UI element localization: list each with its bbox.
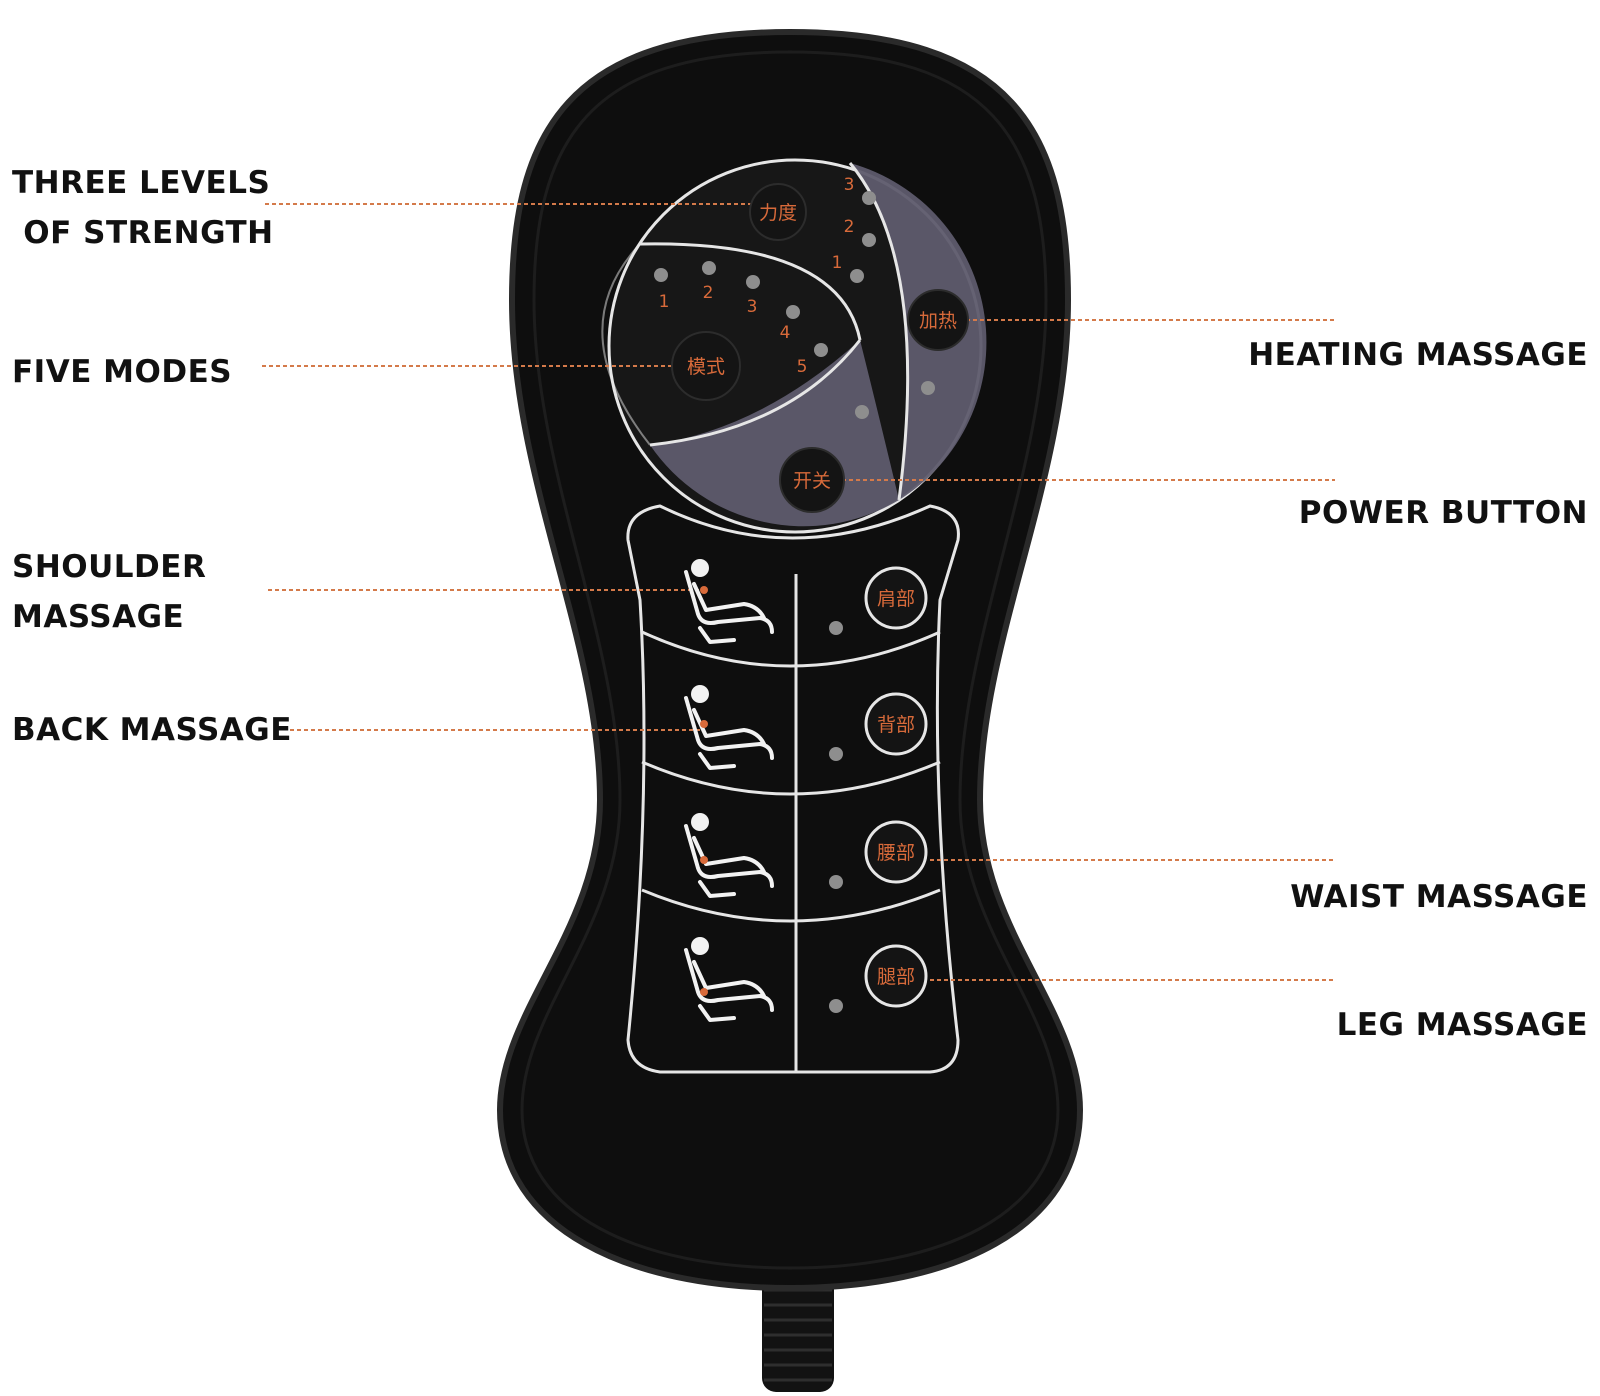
zone-button-1-label: 肩部 — [877, 588, 915, 610]
zone-row-2: 背部 — [684, 685, 928, 770]
callout-modes: FIVE MODES — [12, 354, 233, 390]
callout-shoulder: SHOULDER MASSAGE — [12, 549, 207, 635]
heat-button-label: 加热 — [919, 310, 957, 332]
heat-indicator-led — [921, 381, 935, 395]
callout-strength: THREE LEVELS OF STRENGTH — [12, 165, 274, 251]
strength-level-2-number: 2 — [844, 217, 855, 237]
power-indicator-led — [855, 405, 869, 419]
zone-4-led — [829, 999, 843, 1013]
strength-level-3-number: 3 — [844, 175, 855, 195]
power-button[interactable]: 开关 — [779, 447, 845, 513]
zone-button-3[interactable]: 腰部 — [864, 820, 928, 884]
massage-chair-leg-icon — [684, 937, 774, 1022]
zone-button-2-label: 背部 — [877, 714, 915, 736]
zone-3-led — [829, 875, 843, 889]
callout-back: BACK MASSAGE — [12, 712, 292, 748]
mode-3-led — [746, 275, 760, 289]
strength-level-3-led — [862, 191, 876, 205]
zone-button-4-label: 腿部 — [877, 966, 915, 988]
mode-2-led — [702, 261, 716, 275]
zone-button-4[interactable]: 腿部 — [864, 944, 928, 1008]
zone-button-2[interactable]: 背部 — [864, 692, 928, 756]
mode-4-number: 4 — [780, 323, 791, 343]
zone-button-1[interactable]: 肩部 — [864, 566, 928, 630]
zone-1-led — [829, 621, 843, 635]
power-button-label: 开关 — [793, 470, 831, 492]
mode-button[interactable]: 模式 — [671, 331, 741, 401]
zone-panel — [626, 504, 960, 1074]
zone-row-3: 腰部 — [684, 813, 928, 898]
leader-lines — [262, 203, 1335, 981]
strength-button[interactable]: 力度 — [749, 183, 807, 241]
strength-level-1-number: 1 — [832, 253, 843, 273]
strength-level-1-led — [850, 269, 864, 283]
strength-button-label: 力度 — [759, 202, 797, 224]
mode-3-number: 3 — [747, 297, 758, 317]
heat-button[interactable]: 加热 — [907, 289, 969, 351]
mode-1-number: 1 — [659, 292, 670, 312]
mode-5-number: 5 — [797, 357, 808, 377]
zone-row-4: 腿部 — [684, 937, 928, 1022]
mode-5-led — [814, 343, 828, 357]
zone-row-1: 肩部 — [684, 559, 928, 644]
massage-chair-back-icon — [684, 685, 774, 770]
massage-chair-shoulder-icon — [684, 559, 774, 644]
mode-4-led — [786, 305, 800, 319]
callout-heating: HEATING MASSAGE — [1248, 337, 1588, 373]
mode-button-label: 模式 — [687, 356, 725, 378]
zone-button-3-label: 腰部 — [877, 842, 915, 864]
mode-2-number: 2 — [703, 283, 714, 303]
callout-power: POWER BUTTON — [1298, 495, 1588, 531]
mode-1-led — [654, 268, 668, 282]
callout-waist: WAIST MASSAGE — [1290, 879, 1588, 915]
strength-level-2-led — [862, 233, 876, 247]
zone-2-led — [829, 747, 843, 761]
massage-chair-waist-icon — [684, 813, 774, 898]
callout-leg: LEG MASSAGE — [1336, 1007, 1588, 1043]
